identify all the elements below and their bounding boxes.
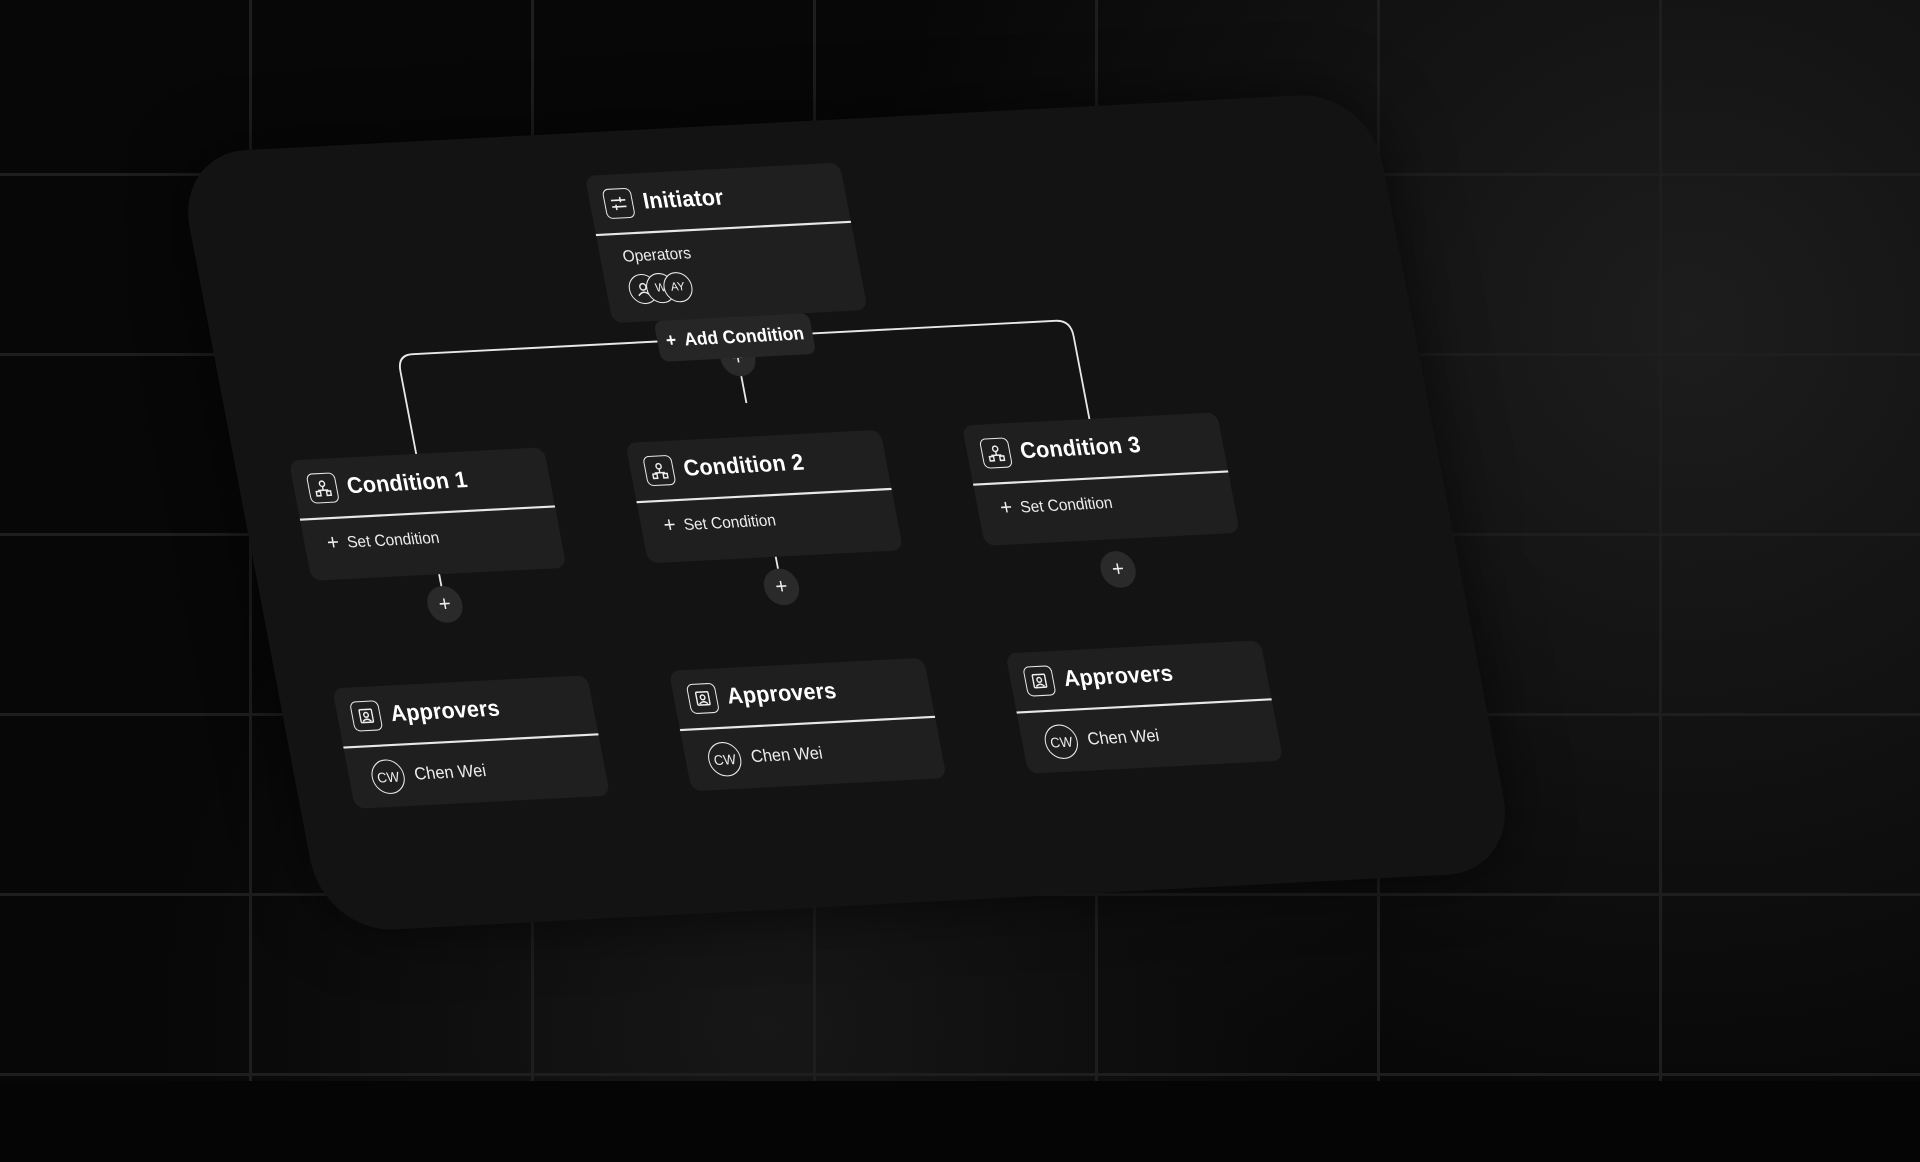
set-condition-button[interactable]: + Set Condition — [661, 504, 876, 538]
approver-item[interactable]: CW Chen Wei — [705, 732, 922, 778]
approvers-title: Approvers — [1061, 661, 1176, 692]
operator-avatars: W AY — [626, 264, 842, 305]
approver-name: Chen Wei — [1086, 726, 1161, 749]
approvers-card[interactable]: Approvers CW Chen Wei — [332, 675, 611, 809]
condition-title: Condition 2 — [681, 450, 807, 482]
initiator-body: Operators W AY — [596, 223, 867, 319]
approvers-card[interactable]: Approvers CW Chen Wei — [668, 657, 947, 792]
approver-item[interactable]: CW Chen Wei — [368, 749, 586, 795]
set-condition-label: Set Condition — [345, 528, 441, 552]
avatar: CW — [705, 741, 745, 778]
approvers-header: Approvers — [1005, 640, 1272, 714]
condition-card[interactable]: Condition 2 + Set Condition — [625, 429, 904, 564]
operators-label: Operators — [621, 244, 693, 267]
condition-title: Condition 1 — [344, 467, 470, 499]
approver-item[interactable]: CW Chen Wei — [1041, 714, 1259, 760]
plus-icon: + — [661, 513, 678, 538]
add-condition-label: Add Condition — [682, 323, 806, 350]
approvers-header: Approvers — [332, 675, 599, 749]
add-condition-button[interactable]: + Add Condition — [653, 312, 817, 362]
approver-badge-icon — [349, 700, 384, 732]
org-chart-icon — [305, 472, 340, 504]
condition-header: Condition 2 — [625, 429, 892, 504]
approvers-card[interactable]: Approvers CW Chen Wei — [1005, 640, 1284, 774]
plus-icon: + — [998, 495, 1015, 521]
approvers-title: Approvers — [388, 696, 502, 727]
initiator-title: Initiator — [640, 185, 726, 214]
condition-title: Condition 3 — [1018, 432, 1143, 464]
initiator-header: Initiator — [584, 162, 852, 237]
condition-card[interactable]: Condition 3 + Set Condition — [961, 412, 1240, 546]
set-condition-button[interactable]: + Set Condition — [998, 487, 1212, 521]
settings-sliders-icon — [601, 187, 636, 220]
org-chart-icon — [978, 437, 1014, 469]
approver-name: Chen Wei — [749, 744, 825, 767]
approver-badge-icon — [1022, 665, 1057, 697]
set-condition-button[interactable]: + Set Condition — [324, 522, 539, 556]
set-condition-label: Set Condition — [682, 510, 778, 534]
avatar: CW — [1041, 723, 1081, 760]
condition-header: Condition 1 — [288, 447, 556, 521]
plus-icon: + — [664, 329, 679, 351]
avatar: CW — [368, 758, 408, 795]
set-condition-label: Set Condition — [1018, 493, 1115, 517]
approver-badge-icon — [685, 682, 720, 715]
org-chart-icon — [642, 454, 677, 487]
approvers-title: Approvers — [724, 678, 839, 710]
condition-header: Condition 3 — [961, 412, 1229, 486]
initiator-card[interactable]: Initiator Operators W AY — [584, 162, 868, 324]
plus-icon: + — [324, 530, 342, 556]
approvers-header: Approvers — [668, 657, 936, 732]
approver-name: Chen Wei — [412, 761, 488, 784]
condition-card[interactable]: Condition 1 + Set Condition — [288, 447, 567, 581]
